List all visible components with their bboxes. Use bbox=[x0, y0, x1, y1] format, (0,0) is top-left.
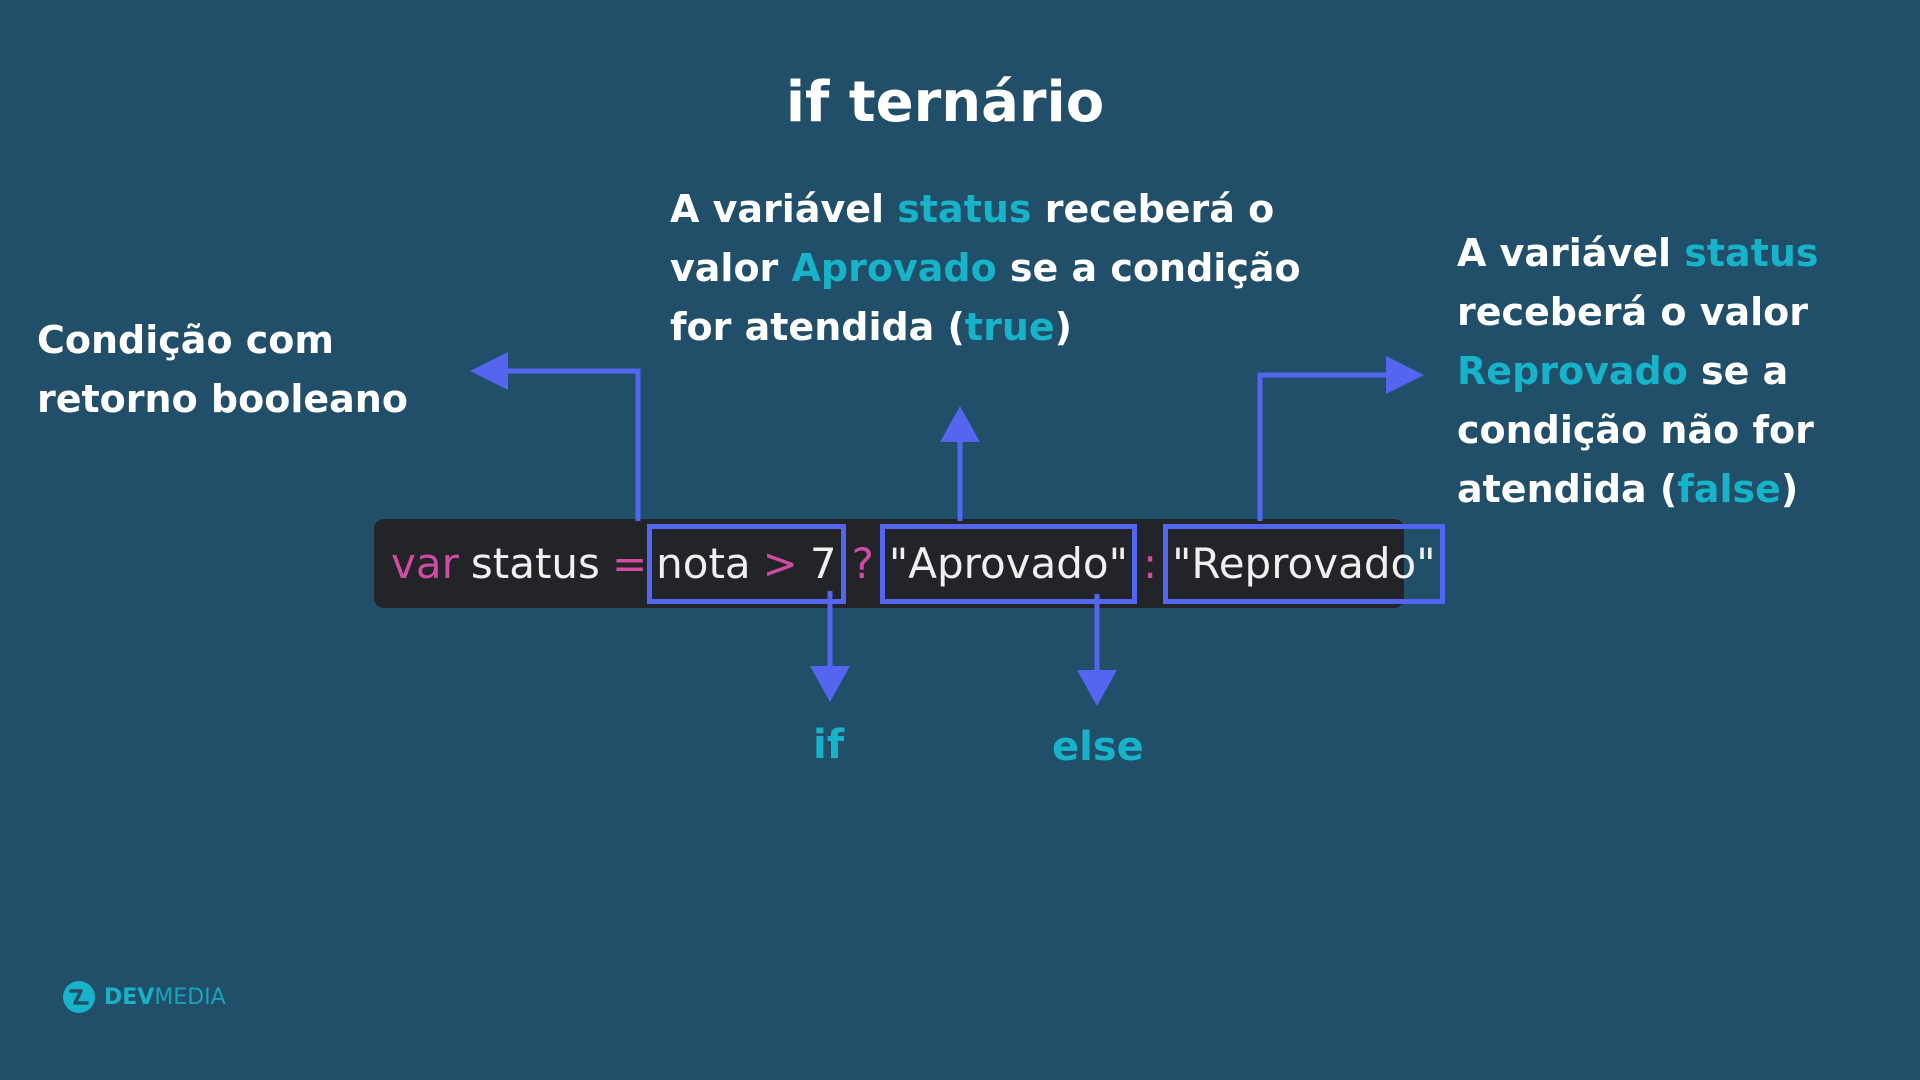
callout-true-text-4: ) bbox=[1054, 305, 1073, 349]
code-true-value-box: "Aprovado" bbox=[879, 524, 1137, 604]
code-keyword-var: var bbox=[391, 539, 459, 588]
page-title: if ternário bbox=[785, 70, 1105, 135]
callout-true-text-1: A variável bbox=[670, 187, 898, 231]
arrow-false-head bbox=[1386, 356, 1424, 394]
callout-true-text-2: receberá o valor bbox=[670, 187, 1275, 290]
callout-false-text-3: se a condição não for atendida ( bbox=[1457, 349, 1814, 511]
arrow-false-connector bbox=[1257, 372, 1396, 521]
code-condition-var: nota bbox=[656, 539, 751, 588]
callout-false-text-4: ) bbox=[1780, 467, 1799, 511]
callout-condition-line2: retorno booleano bbox=[37, 377, 408, 421]
code-ternary-colon: : bbox=[1142, 539, 1158, 588]
code-false-value-box: "Reprovado" bbox=[1163, 524, 1445, 604]
callout-condition-line1: Condição com bbox=[37, 318, 335, 362]
callout-true-status: status bbox=[897, 187, 1032, 231]
callout-false-false: false bbox=[1677, 467, 1781, 511]
code-line: var status = nota > 7 ? "Aprovado" : "Re… bbox=[391, 524, 1445, 604]
code-block bbox=[374, 519, 1404, 608]
label-else: else bbox=[1052, 724, 1144, 770]
code-assign-operator: = bbox=[611, 539, 648, 588]
callout-true-branch: A variável status receberá o valor Aprov… bbox=[670, 180, 1350, 357]
callout-false-branch: A variável status receberá o valor Repro… bbox=[1457, 224, 1897, 519]
code-identifier-status: status bbox=[470, 539, 600, 588]
code-condition-val: 7 bbox=[809, 539, 837, 588]
code-false-value: "Reprovado" bbox=[1172, 539, 1436, 588]
callout-true-text-3: se a condição for atendida ( bbox=[670, 246, 1301, 349]
devmedia-logo-light: MEDIA bbox=[154, 984, 226, 1010]
code-ternary-question: ? bbox=[851, 539, 874, 588]
code-true-value: "Aprovado" bbox=[888, 539, 1128, 588]
devmedia-logo-icon bbox=[63, 981, 95, 1013]
label-if: if bbox=[813, 722, 845, 768]
callout-false-status: status bbox=[1684, 231, 1819, 275]
callout-false-text-1: A variável bbox=[1457, 231, 1685, 275]
callout-false-text-2: receberá o valor bbox=[1457, 290, 1809, 334]
arrow-if-head bbox=[810, 666, 850, 702]
callout-false-reprovado: Reprovado bbox=[1457, 349, 1688, 393]
arrow-else-head bbox=[1077, 670, 1117, 706]
code-condition-op: > bbox=[762, 539, 798, 588]
callout-true-true: true bbox=[964, 305, 1055, 349]
arrow-condition-head bbox=[470, 352, 508, 390]
arrow-true-head bbox=[940, 406, 980, 442]
callout-condition: Condição com retorno booleano bbox=[37, 311, 477, 429]
arrow-condition-connector bbox=[500, 368, 641, 521]
devmedia-logo-bold: DEV bbox=[104, 984, 155, 1010]
code-condition-box: nota > 7 bbox=[647, 524, 846, 604]
callout-true-aprovado: Aprovado bbox=[791, 246, 997, 290]
